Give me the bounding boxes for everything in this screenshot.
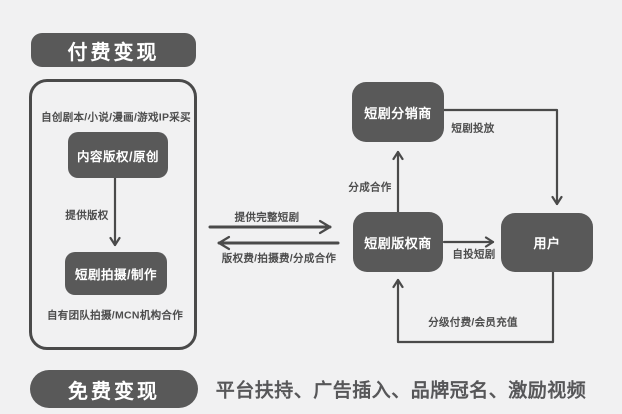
drama-production-node: 短剧拍摄/制作 [65, 252, 167, 295]
drama-placement-label: 短剧投放 [451, 122, 495, 135]
user-node: 用户 [501, 213, 593, 272]
free-monetization-badge: 免费变现 [30, 370, 198, 408]
fees-label: 版权费/拍摄费/分成合作 [221, 252, 337, 265]
production-team-note: 自有团队拍摄/MCN机构合作 [46, 309, 184, 322]
arrow-distributor-to-user [442, 108, 563, 206]
free-monetization-methods: 平台扶持、广告插入、品牌冠名、激励视频 [215, 380, 587, 402]
provide-copyright-label: 提供版权 [65, 209, 109, 222]
paid-monetization-badge: 付费变现 [31, 33, 196, 67]
self-placement-label: 自投短剧 [452, 248, 496, 261]
distributor-node: 短剧分销商 [352, 82, 444, 142]
revenue-share-label: 分成合作 [348, 181, 392, 194]
ip-source-note: 自创剧本/小说/漫画/游戏IP采买 [41, 111, 191, 124]
arrow-user-to-licensor-loop [392, 270, 555, 344]
production-group-outline [29, 79, 197, 350]
content-copyright-node: 内容版权/原创 [68, 132, 168, 178]
provide-full-drama-label: 提供完整短剧 [234, 211, 300, 224]
licensor-node: 短剧版权商 [353, 212, 443, 272]
tiered-payment-label: 分级付费/会员充值 [428, 316, 518, 329]
